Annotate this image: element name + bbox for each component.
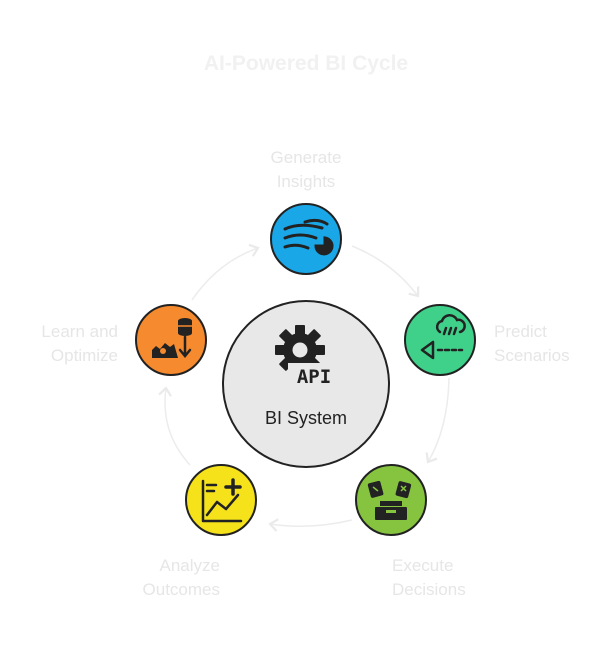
- label-line: Decisions: [392, 580, 466, 599]
- label-line: Optimize: [50, 346, 118, 365]
- api-icon-text: API: [297, 366, 331, 388]
- label-execute-decisions: Execute Decisions: [392, 554, 502, 602]
- node-predict-scenarios: [404, 304, 476, 376]
- arrow-generate-to-predict: [351, 245, 420, 298]
- arrow-execute-to-analyze: [268, 518, 353, 532]
- node-execute-decisions: [355, 464, 427, 536]
- label-predict-scenarios: Predict Scenarios: [494, 320, 604, 368]
- node-circle-execute-decisions: [355, 464, 427, 536]
- arrow-learn-to-generate: [191, 243, 260, 301]
- node-circle-analyze-outcomes: [185, 464, 257, 536]
- node-analyze-outcomes: [185, 464, 257, 536]
- cloud-rain-forecast-icon: [420, 314, 466, 360]
- label-generate-insights: Generate Insights: [226, 146, 386, 194]
- data-stream-pie-icon: [283, 218, 334, 256]
- node-circle-learn-optimize: [135, 304, 207, 376]
- label-line: Scenarios: [494, 346, 570, 365]
- label-line: Execute: [392, 556, 454, 575]
- arrow-analyze-to-learn: [158, 386, 191, 466]
- label-line: Analyze: [159, 556, 220, 575]
- label-analyze-outcomes: Analyze Outcomes: [100, 554, 220, 602]
- cycle-arrows: [158, 243, 450, 532]
- gear-api-icon: API: [275, 325, 338, 388]
- label-line: Outcomes: [142, 580, 220, 599]
- label-line: Learn and: [41, 322, 118, 341]
- chart-plus-icon: [201, 478, 243, 523]
- node-generate-insights: [270, 203, 342, 275]
- diagram-title: AI-Powered BI Cycle: [203, 52, 409, 75]
- label-line: Predict: [494, 322, 547, 341]
- label-line: Generate: [270, 148, 342, 167]
- center-label: BI System: [264, 408, 348, 428]
- label-learn-optimize: Learn and Optimize: [8, 320, 118, 368]
- cards-box-icon: [367, 480, 412, 520]
- center-node: API: [222, 300, 390, 468]
- node-circle-predict-scenarios: [404, 304, 476, 376]
- node-learn-optimize: [135, 304, 207, 376]
- label-line: Insights: [276, 172, 336, 191]
- gear-database-icon: [152, 318, 192, 358]
- arrow-predict-to-execute: [425, 377, 450, 464]
